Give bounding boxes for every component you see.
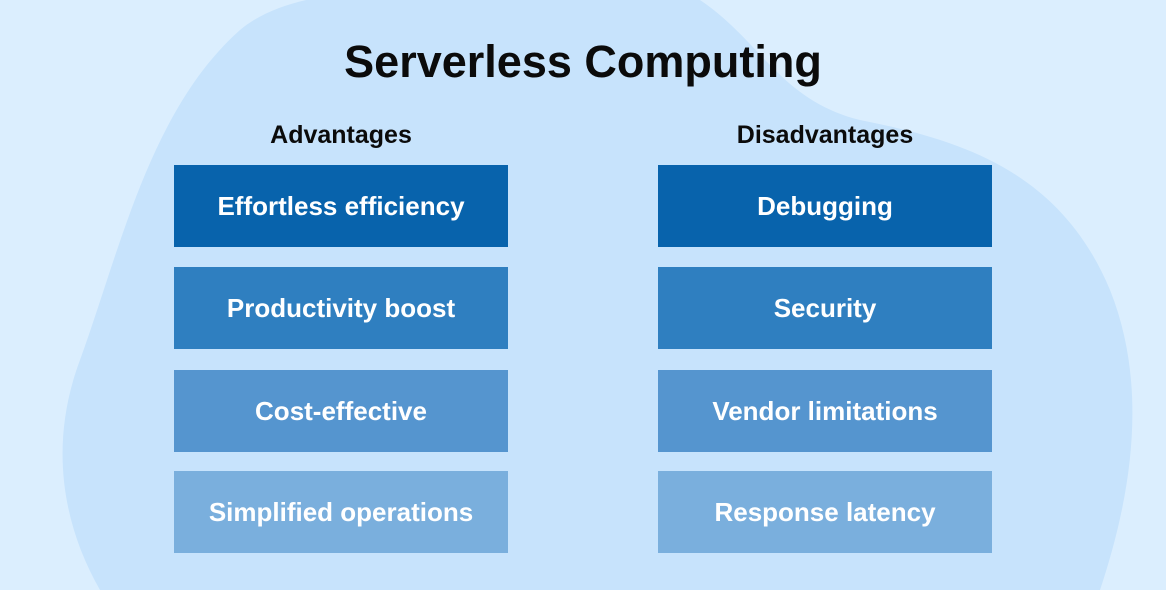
disadvantages-heading: Disadvantages xyxy=(736,121,914,149)
disadvantage-box-vendor-limitations: Vendor limitations xyxy=(658,370,992,452)
advantage-box-effortless-efficiency: Effortless efficiency xyxy=(174,165,508,247)
disadvantage-box-response-latency: Response latency xyxy=(658,471,992,553)
advantage-box-cost-effective: Cost-effective xyxy=(174,370,508,452)
advantage-box-productivity-boost: Productivity boost xyxy=(174,267,508,349)
diagram-title: Serverless Computing xyxy=(344,36,822,87)
disadvantage-box-security: Security xyxy=(658,267,992,349)
advantages-heading: Advantages xyxy=(270,121,412,149)
advantage-box-simplified-operations: Simplified operations xyxy=(174,471,508,553)
disadvantage-box-debugging: Debugging xyxy=(658,165,992,247)
